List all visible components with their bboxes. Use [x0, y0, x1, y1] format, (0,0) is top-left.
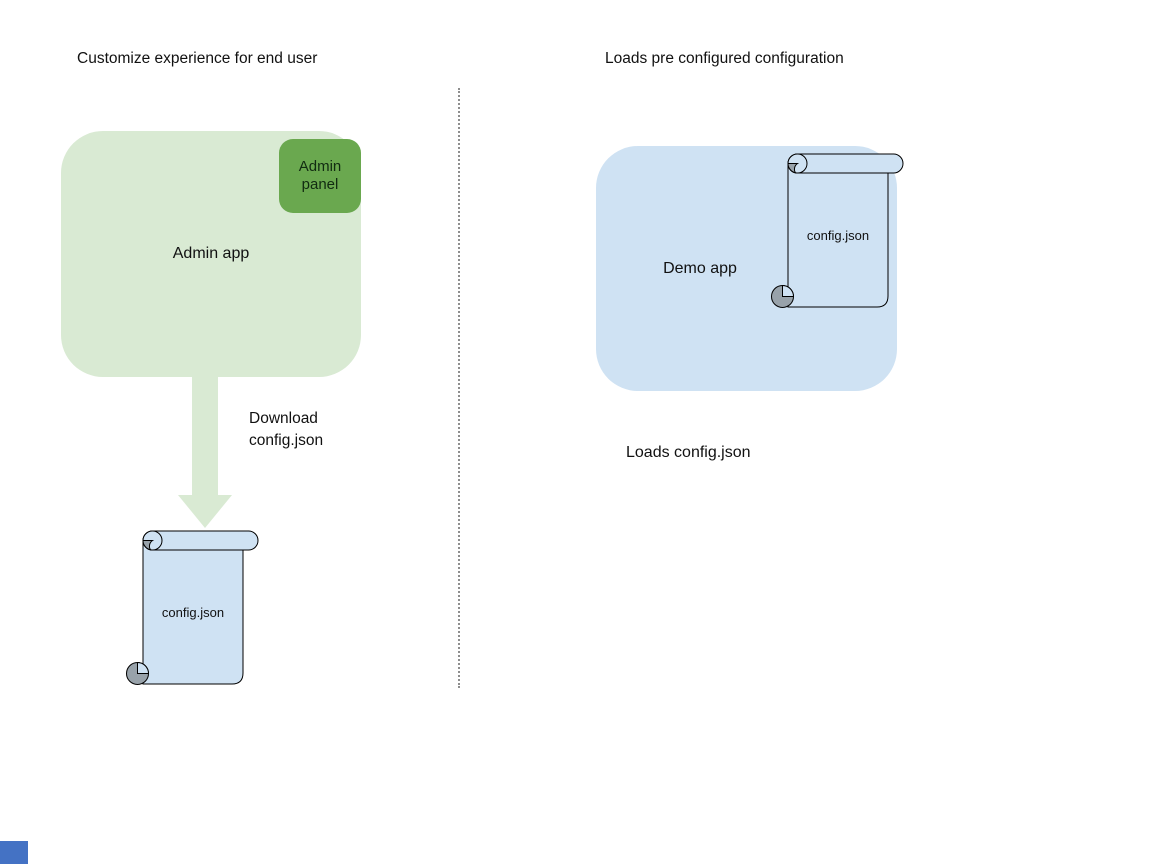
scroll-icon: [126, 530, 259, 685]
download-arrow-icon: [178, 377, 232, 528]
config-scroll-right: config.json: [769, 153, 904, 309]
scroll-icon: [771, 153, 904, 308]
section-title-left: Customize experience for end user: [77, 50, 318, 67]
section-title-right: Loads pre configured configuration: [605, 50, 844, 67]
config-scroll-left: config.json: [124, 530, 259, 686]
download-caption: Download config.json: [249, 410, 324, 449]
config-file-label: config.json: [806, 228, 870, 243]
admin-app-box: Admin panel Admin app: [61, 131, 361, 377]
section-divider: [458, 88, 460, 688]
admin-panel-label: Admin panel: [298, 158, 342, 193]
admin-app-label: Admin app: [172, 245, 250, 262]
cropped-blue-shape: [0, 841, 28, 864]
demo-app-label: Demo app: [663, 259, 737, 277]
config-file-label: config.json: [161, 605, 225, 620]
loads-caption: Loads config.json: [626, 444, 751, 461]
admin-panel-box: Admin panel: [279, 139, 361, 213]
